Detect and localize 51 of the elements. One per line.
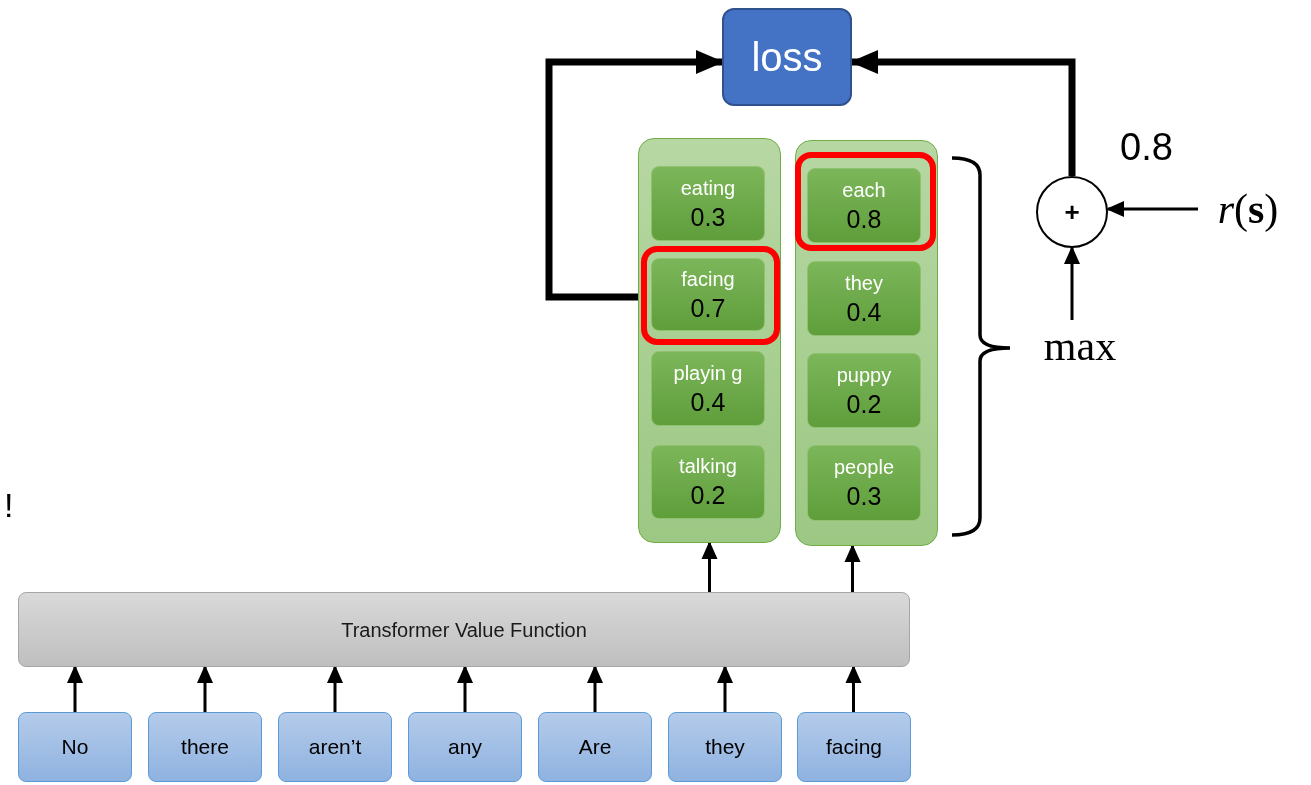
reward-value: 0.8 <box>1120 128 1173 166</box>
candidate-box <box>807 168 921 243</box>
arrow <box>457 665 473 712</box>
candidate-score: 0.3 <box>846 482 882 510</box>
math-label: r(s) <box>1198 182 1298 236</box>
loss-box: loss <box>722 8 852 106</box>
candidate-word: facing <box>681 267 735 290</box>
candidate-score: 0.2 <box>690 481 726 509</box>
candidate-box <box>651 166 765 241</box>
candidate-word: eating <box>680 176 736 199</box>
math-label: max <box>1028 320 1132 372</box>
token-box: there <box>148 712 262 782</box>
candidate-box <box>651 445 765 519</box>
token-box: any <box>408 712 522 782</box>
candidate-box <box>651 258 765 331</box>
token-box: Are <box>538 712 652 782</box>
candidate-word: people <box>833 456 895 478</box>
token-box: No <box>18 712 132 782</box>
arrow <box>587 665 603 712</box>
candidate-box <box>651 351 765 426</box>
arrow <box>850 50 1076 176</box>
token-box: facing <box>797 712 911 782</box>
candidate-word: talking <box>679 455 737 477</box>
candidate-column <box>795 140 938 546</box>
candidate-word: each <box>842 178 886 201</box>
candidate-score: 0.7 <box>690 293 726 322</box>
arrow <box>327 665 343 712</box>
arrow <box>545 50 724 301</box>
candidate-column <box>638 138 781 543</box>
arrow <box>845 665 862 712</box>
arrow <box>844 544 861 592</box>
candidate-score: 0.4 <box>690 387 726 416</box>
arrow <box>1064 246 1080 320</box>
candidate-box <box>807 353 921 428</box>
candidate-score: 0.4 <box>846 297 882 326</box>
exclamation-mark: ! <box>4 488 14 522</box>
candidate-word: they <box>845 271 883 294</box>
arrow <box>197 665 213 712</box>
arrow <box>701 541 718 592</box>
model-box: Transformer Value Function <box>18 592 910 667</box>
candidate-word: playin g <box>673 361 743 384</box>
candidate-box <box>807 445 921 521</box>
arrow <box>67 665 83 712</box>
token-box: aren’t <box>278 712 392 782</box>
token-box: they <box>668 712 782 782</box>
candidate-score: 0.3 <box>690 202 726 231</box>
candidate-score: 0.8 <box>846 204 882 233</box>
candidate-word: puppy <box>836 363 892 386</box>
candidate-box <box>807 261 921 336</box>
arrow <box>717 665 733 712</box>
candidate-score: 0.2 <box>846 389 882 418</box>
